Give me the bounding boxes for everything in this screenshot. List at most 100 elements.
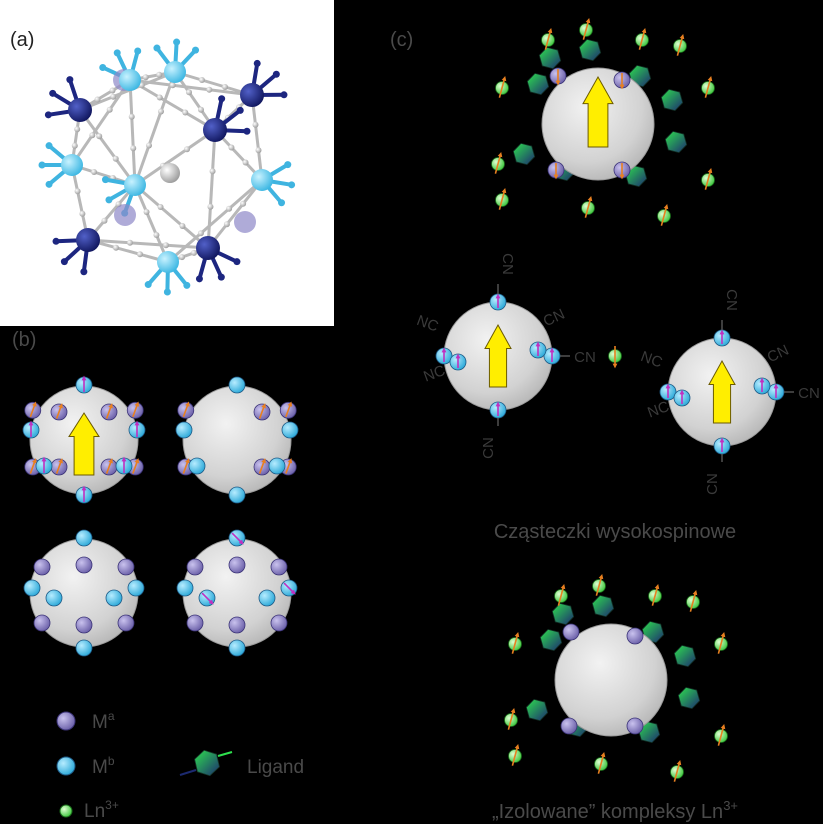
molecular-cluster-structure <box>38 38 296 296</box>
spin-arrow <box>285 458 293 474</box>
spin-arrow <box>507 708 516 730</box>
spin-arrow <box>584 196 593 218</box>
bridge-atom <box>79 210 86 217</box>
bridge-atom <box>106 106 113 113</box>
panel-b-spheres <box>22 375 299 657</box>
bridge-atom <box>146 142 152 149</box>
panel-b-sphere-4 <box>176 529 298 657</box>
isolated-ln-complex <box>504 574 728 782</box>
mb-atom <box>45 589 63 607</box>
terminal-atom <box>49 89 57 97</box>
bridge-atom <box>74 126 81 133</box>
spin-arrow <box>676 34 685 56</box>
ligand-hexagon <box>677 686 701 710</box>
cyanide-bridge <box>78 109 137 186</box>
total-spin-arrow <box>708 359 736 424</box>
terminal-atom <box>183 281 191 289</box>
spin-arrow <box>132 458 140 474</box>
cyanide-bridge <box>129 78 253 97</box>
bridge-atom <box>113 244 119 251</box>
spin-arrow <box>498 188 507 210</box>
terminal-atom <box>173 38 181 46</box>
cyanide-label-bottom: CN <box>704 473 721 495</box>
mb-atom <box>23 579 41 597</box>
terminal-atom <box>243 127 251 135</box>
bridge-atom <box>197 230 204 237</box>
cyanide-bridge <box>206 129 217 249</box>
terminal-atom <box>192 46 200 54</box>
ma-atom <box>75 556 93 574</box>
high-spin-ln-complex <box>491 18 715 226</box>
terminal-atom <box>272 70 280 78</box>
spin-arrow <box>105 458 113 474</box>
bridge-atom <box>91 169 98 175</box>
light-metal-atom <box>157 251 179 273</box>
bridge-atom <box>153 232 160 239</box>
mb-atom <box>127 579 145 597</box>
panel-a-label: (a) <box>10 29 34 51</box>
ligand-hexagon <box>660 88 684 112</box>
spin-arrow <box>557 584 566 606</box>
spin-arrow <box>55 458 63 474</box>
isocyanide-label-lower-left: NC <box>421 362 447 385</box>
ligand-hexagon <box>578 38 602 62</box>
spin-arrow <box>651 584 660 606</box>
bridge-atom <box>240 200 247 207</box>
ligand-hexagon <box>551 602 575 626</box>
terminal-atom <box>218 95 226 103</box>
bridge-atom <box>157 204 164 211</box>
mb-atom <box>75 639 93 657</box>
terminal-atom <box>66 76 74 84</box>
cyanide-label-bottom: CN <box>480 437 497 459</box>
terminal-atom <box>163 288 171 296</box>
isocyanide-label-upper-left: NC <box>638 348 664 371</box>
bridge-atom <box>182 109 189 116</box>
bridge-atom <box>191 249 197 256</box>
cyanide-bridge <box>86 184 137 241</box>
legend-ligand-hexagon <box>194 749 220 777</box>
caption-isolated-ln-complexes: „Izolowane” kompleksy Ln3+ <box>492 798 738 823</box>
spin-arrow <box>55 403 63 419</box>
spin-arrow <box>29 401 37 418</box>
mb-atom <box>176 579 194 597</box>
cyanide-label-right: CN <box>798 385 820 402</box>
ligand-hexagon <box>539 628 563 652</box>
ma-atom <box>186 558 204 576</box>
pale-metal-atom <box>234 211 256 233</box>
central-atom <box>160 163 180 183</box>
spin-arrow <box>717 724 726 746</box>
cyanide-bridge <box>129 78 216 132</box>
terminal-atom <box>134 47 142 55</box>
cluster-sphere <box>182 385 292 495</box>
spin-arrow <box>231 532 244 545</box>
cyanide-bridge <box>87 238 209 250</box>
bridge-atom <box>71 142 78 149</box>
terminal-atom <box>288 181 296 189</box>
bridge-atom <box>184 146 190 153</box>
terminal-atom <box>153 44 161 52</box>
spin-arrow <box>283 582 296 595</box>
spin-arrow <box>201 592 214 605</box>
terminal-atom <box>217 273 225 281</box>
legend-ligand-label: Ligand <box>247 757 304 778</box>
cyanide-bridge <box>134 128 216 187</box>
total-spin-arrow <box>582 75 614 148</box>
ma-atom <box>562 623 580 641</box>
isocyanide-label-upper-left: NC <box>414 312 440 335</box>
dark-metal-atom <box>68 98 92 122</box>
mb-atom <box>228 376 246 394</box>
mb-atom <box>268 457 286 475</box>
ligand-hexagon <box>664 130 688 154</box>
total-spin-arrow <box>68 412 100 476</box>
bridge-atom <box>96 133 103 140</box>
dark-metal-atom <box>203 118 227 142</box>
mb-atom <box>188 457 206 475</box>
ma-atom <box>117 558 135 576</box>
mb-atom <box>228 486 246 504</box>
light-metal-atom <box>251 169 273 191</box>
bridge-atom <box>206 86 213 93</box>
bridge-atom <box>74 188 81 195</box>
bridge-atom <box>101 217 108 224</box>
